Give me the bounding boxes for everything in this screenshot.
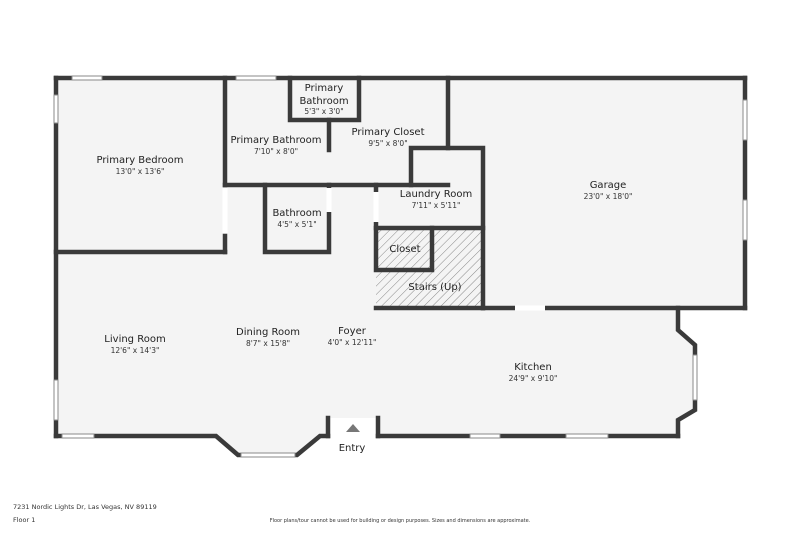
openings (222, 188, 545, 311)
disclaimer-text: Floor plans/tour cannot be used for buil… (269, 518, 531, 524)
primary-closet-label: Primary Closet (352, 127, 425, 138)
primary-bathroom-label: Primary Bathroom (231, 135, 322, 146)
floor-label: Floor 1 (13, 516, 36, 524)
dining-room-dims: 8'7" x 15'8" (246, 339, 290, 348)
kitchen-dims: 24'9" x 9'10" (509, 374, 558, 383)
kitchen-label: Kitchen (514, 362, 552, 373)
address-text: 7231 Nordic Lights Dr, Las Vegas, NV 891… (13, 503, 157, 511)
foyer-dims: 4'0" x 12'11" (328, 338, 377, 347)
bathroom-dims: 4'5" x 5'1" (277, 220, 316, 229)
primary-bedroom-dims: 13'0" x 13'6" (116, 167, 165, 176)
primary-bathroom-small-label-2: Bathroom (299, 96, 348, 107)
entry-label: Entry (339, 443, 366, 454)
living-room-dims: 12'6" x 14'3" (111, 346, 160, 355)
garage-dims: 23'0" x 18'0" (584, 192, 633, 201)
windows (53, 75, 748, 458)
primary-bedroom-label: Primary Bedroom (96, 155, 183, 166)
primary-bathroom-dims: 7'10" x 8'0" (254, 147, 298, 156)
entry-arrow-icon (346, 424, 360, 432)
garage-label: Garage (590, 180, 627, 191)
primary-closet-dims: 9'5" x 8'0" (368, 139, 407, 148)
stairs-label: Stairs (Up) (408, 282, 461, 293)
closet-label: Closet (389, 244, 420, 255)
walls (53, 75, 748, 458)
living-room-label: Living Room (104, 334, 165, 345)
dining-room-label: Dining Room (236, 327, 300, 338)
laundry-room-dims: 7'11" x 5'11" (412, 201, 461, 210)
primary-bathroom-small-label-1: Primary (305, 83, 344, 94)
bathroom-label: Bathroom (272, 208, 321, 219)
laundry-room-label: Laundry Room (400, 189, 472, 200)
foyer-label: Foyer (338, 326, 367, 337)
primary-bathroom-small-dims: 5'3" x 3'0" (304, 107, 343, 116)
